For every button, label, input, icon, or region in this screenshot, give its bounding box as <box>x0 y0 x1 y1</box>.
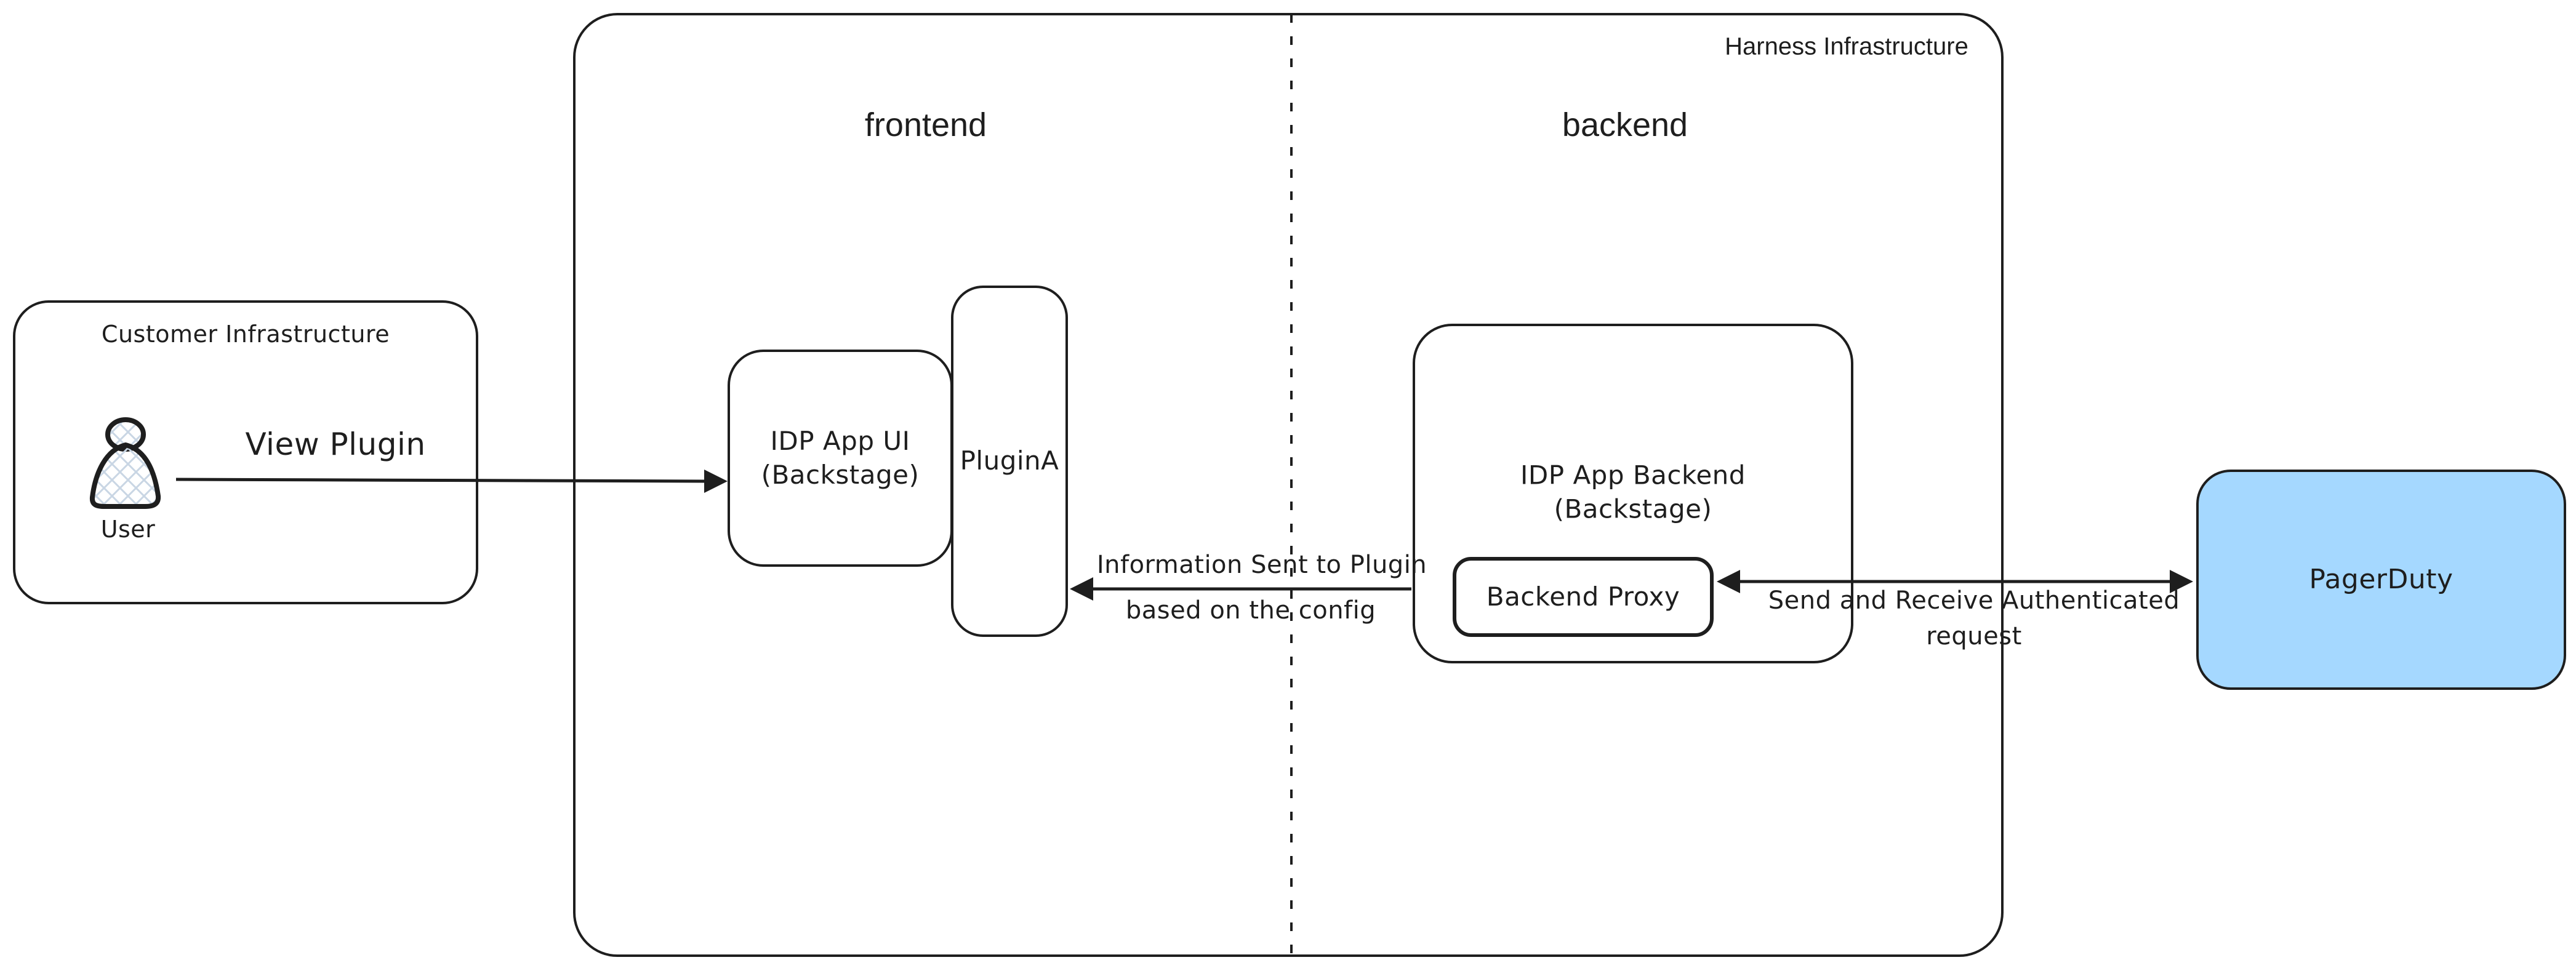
auth-arrow-label: Send and Receive Authenticated request <box>1768 586 2180 650</box>
user-label: User <box>100 516 156 543</box>
idp-app-backend-node <box>1413 324 1853 663</box>
backend-proxy-label: Backend Proxy <box>1486 581 1680 612</box>
plugin-a-label: PluginA <box>960 446 1059 476</box>
backend-proxy-node: Backend Proxy <box>1453 557 1714 637</box>
idp-app-ui-label: IDP App UI (Backstage) <box>761 425 920 490</box>
info-arrow-label-line2: based on the config <box>1125 596 1376 625</box>
idp-app-backend-label: IDP App Backend (Backstage) <box>1520 460 1746 524</box>
customer-infrastructure-box <box>13 300 478 604</box>
plugin-a-node: PluginA <box>951 286 1068 637</box>
pagerduty-node: PagerDuty <box>2196 470 2566 690</box>
backend-section-label: backend <box>1562 106 1688 143</box>
idp-app-ui-node: IDP App UI (Backstage) <box>728 350 953 567</box>
info-arrow-label-line1: Information Sent to Plugin <box>1096 551 1427 579</box>
view-plugin-arrow-label: View Plugin <box>245 426 426 462</box>
harness-infrastructure-title: Harness Infrastructure <box>1725 33 1968 60</box>
pagerduty-label: PagerDuty <box>2309 564 2454 596</box>
customer-infrastructure-title: Customer Infrastructure <box>101 321 390 348</box>
frontend-section-label: frontend <box>864 106 987 143</box>
harness-infrastructure-box <box>573 13 2004 957</box>
